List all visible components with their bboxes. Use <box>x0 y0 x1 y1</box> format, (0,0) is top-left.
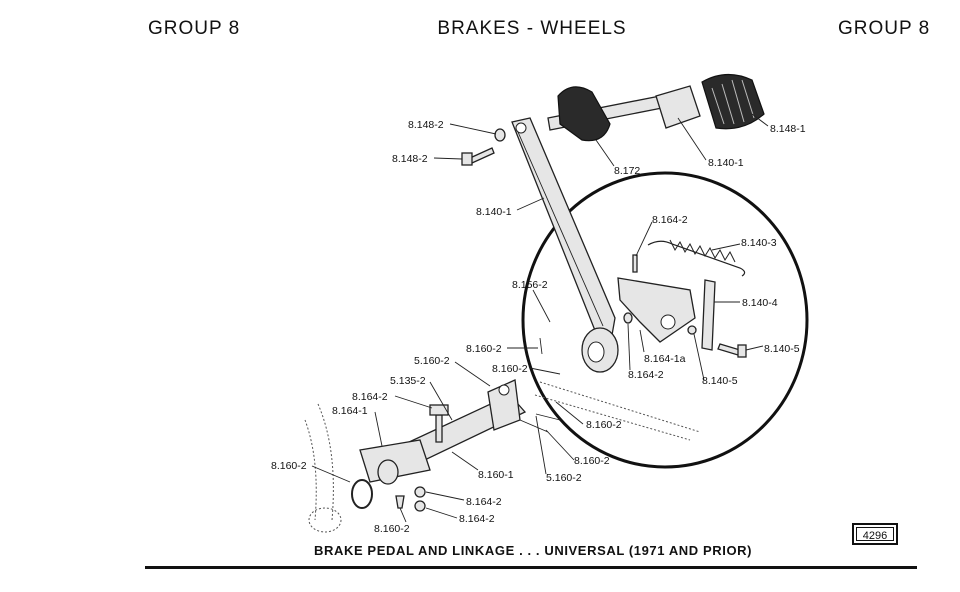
label-8-164-2-nut2: 8.164-2 <box>459 513 495 525</box>
pin-small <box>539 337 543 355</box>
label-8-160-2-clevis: 8.160-2 <box>574 455 610 467</box>
pedal-pad-ribs <box>711 79 755 125</box>
mount-bolt-head <box>429 404 449 416</box>
pedal-arm-inner <box>517 131 604 327</box>
lever-bolt <box>717 343 741 356</box>
bracket-hole <box>660 314 676 330</box>
frame-cutout-dashed <box>308 507 342 533</box>
label-8-164-2-bracket: 8.164-2 <box>628 369 664 381</box>
label-8-140-3: 8.140-3 <box>741 237 777 249</box>
mount-bolt <box>435 414 443 443</box>
lever-plate <box>701 279 716 351</box>
bolt-top-head <box>461 152 473 166</box>
label-8-148-2-bolt: 8.148-2 <box>392 153 428 165</box>
pedal-arm-top-hole <box>515 122 527 134</box>
nut-bottom-1 <box>414 486 426 498</box>
label-8-160-1: 8.160-1 <box>478 469 514 481</box>
washer-small <box>623 312 633 324</box>
washer-top <box>494 128 506 142</box>
leader-lines <box>311 113 769 523</box>
plate-number-box: 4296 <box>852 523 898 545</box>
label-8-164-1a: 8.164-1a <box>644 353 686 365</box>
label-8-164-2-bolt: 8.164-2 <box>352 391 388 403</box>
header-center-title: BRAKES - WHEELS <box>437 18 627 39</box>
return-spring <box>647 240 746 277</box>
label-8-148-2-washer: 8.148-2 <box>408 119 444 131</box>
nut-small <box>687 325 697 335</box>
label-8-140-4: 8.140-4 <box>742 297 778 309</box>
pedal-pad-ribbed <box>701 73 765 130</box>
nut-bottom-2 <box>414 500 426 512</box>
cotter-pin <box>519 419 549 433</box>
label-8-156-2: 8.156-2 <box>512 279 548 291</box>
label-8-140-1-plate: 8.140-1 <box>708 157 744 169</box>
label-8-140-5-nut: 8.140-5 <box>702 375 738 387</box>
label-8-140-5-bolt: 8.140-5 <box>764 343 800 355</box>
clevis-pin <box>535 413 561 421</box>
shaft-lever-hole <box>498 384 510 396</box>
return-spring-coils <box>669 239 736 263</box>
label-8-172: 8.172 <box>614 165 640 177</box>
label-8-164-1: 8.164-1 <box>332 405 368 417</box>
label-8-164-2-nut1: 8.164-2 <box>466 496 502 508</box>
mount-bracket-bore <box>377 459 399 485</box>
pedal-plate <box>655 85 701 129</box>
label-8-164-2-top: 8.164-2 <box>652 214 688 226</box>
label-8-160-2-fitting: 8.160-2 <box>374 523 410 535</box>
seal-ring <box>351 479 373 509</box>
grease-fitting <box>395 495 405 509</box>
detail-circle <box>521 171 809 469</box>
header-right: GROUP 8 <box>838 18 931 39</box>
bottom-rule <box>145 566 917 569</box>
small-bolt <box>632 254 638 273</box>
label-8-148-1: 8.148-1 <box>770 123 806 135</box>
label-5-160-2-pin: 5.160-2 <box>546 472 582 484</box>
label-8-160-2-ring: 8.160-2 <box>271 460 307 472</box>
label-8-160-2-pin: 8.160-2 <box>466 343 502 355</box>
header-left: GROUP 8 <box>148 18 241 39</box>
bolt-top <box>469 147 495 164</box>
frame-outline-dashed <box>304 381 701 521</box>
label-8-140-1-arm: 8.140-1 <box>476 206 512 218</box>
label-8-160-2-mid: 8.160-2 <box>492 363 528 375</box>
pedal-hub-bore <box>587 341 605 363</box>
bracket <box>617 277 696 343</box>
label-8-160-2-right: 8.160-2 <box>586 419 622 431</box>
label-5-160-2-lever: 5.160-2 <box>414 355 450 367</box>
lever-bolt-head <box>737 344 747 358</box>
label-5-135-2: 5.135-2 <box>390 375 426 387</box>
pedal-arm <box>511 117 616 339</box>
diagram-caption: BRAKE PEDAL AND LINKAGE . . . UNIVERSAL … <box>314 543 753 558</box>
pedal-pad-dark <box>557 86 611 142</box>
